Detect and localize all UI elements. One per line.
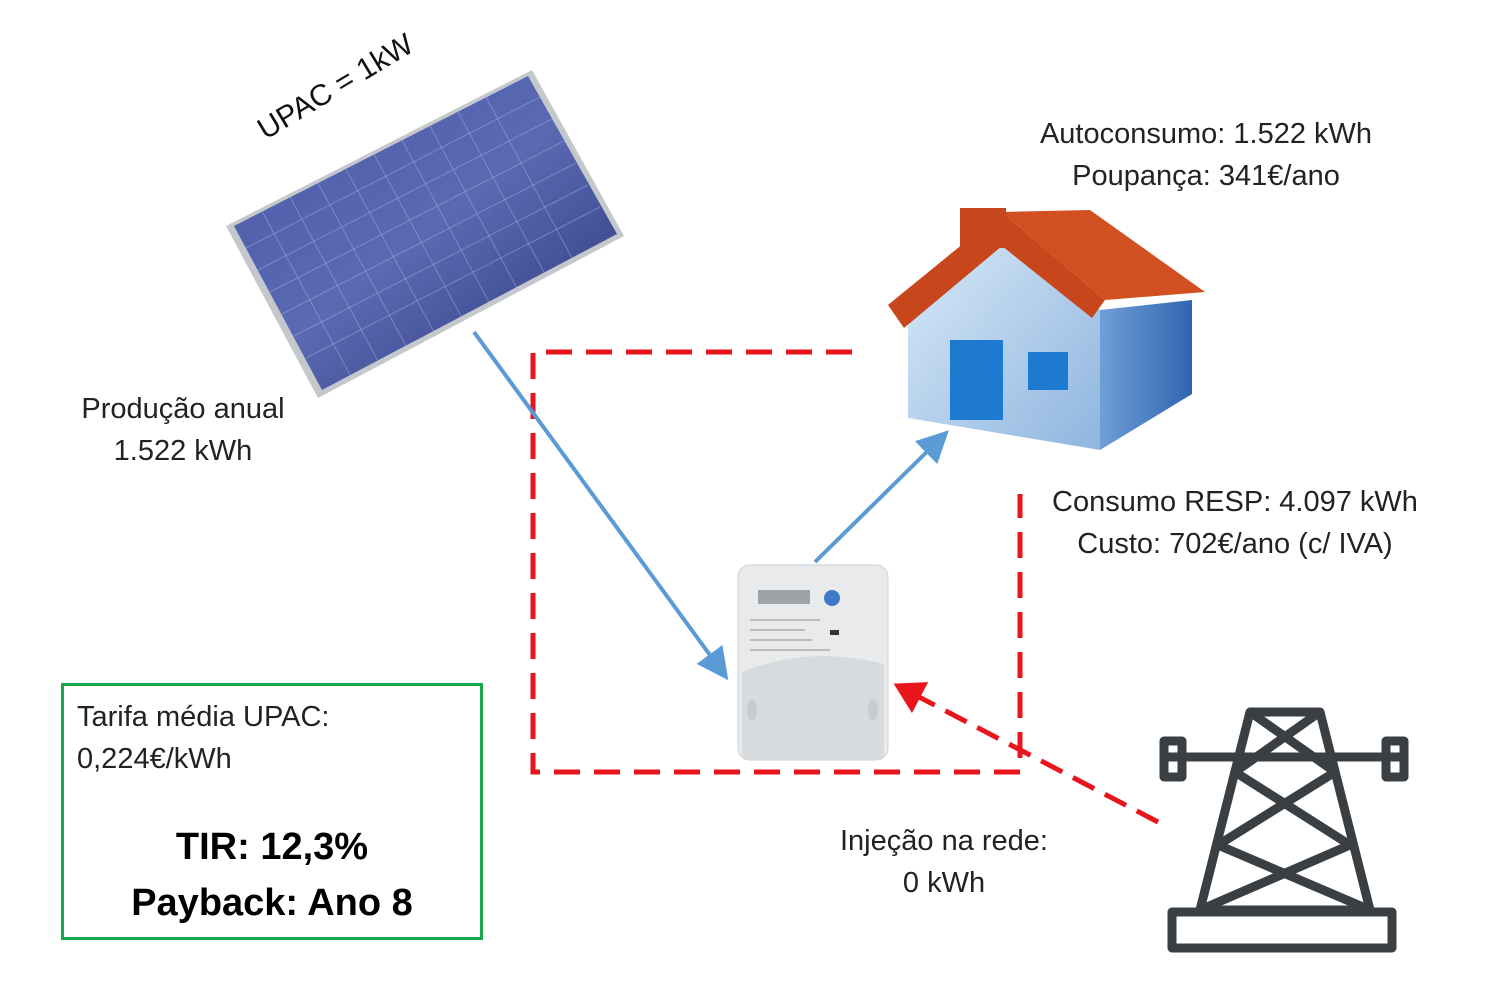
transmission-tower-icon [1159,707,1409,953]
tir-value: TIR: 12,3% [175,826,369,868]
grid-boundary-dashed [530,349,1023,775]
grid-injection-arrow [893,682,1160,825]
tariff-label: Tarifa média UPAC: [77,701,330,733]
grid-injection-title: Injeção na rede: [840,825,1048,857]
production-flow-arrow [472,330,729,681]
cost-value: Custo: 702€/ano (c/ IVA) [1077,528,1393,560]
annual-production-title: Produção anual [81,393,285,425]
grid-injection-label: Injeção na rede: 0 kWh [818,820,1070,904]
house-icon [888,208,1205,450]
self-consumption-value: Autoconsumo: 1.522 kWh [1039,118,1373,150]
tariff-value: 0,224€/kWh [77,743,232,775]
solar-panel-icon [226,70,624,398]
self-consumption-arrow [813,430,949,564]
consumption-label: Consumo RESP: 4.097 kWh Custo: 702€/ano … [1028,481,1442,565]
consumption-value: Consumo RESP: 4.097 kWh [1052,486,1418,518]
annual-production-label: Produção anual 1.522 kWh [58,388,308,472]
payback-value: Payback: Ano 8 [131,882,413,924]
financial-summary-box: Tarifa média UPAC: 0,224€/kWh TIR: 12,3%… [61,683,483,940]
self-consumption-label: Autoconsumo: 1.522 kWh Poupança: 341€/an… [1000,113,1412,197]
grid-injection-value: 0 kWh [902,867,986,899]
annual-production-value: 1.522 kWh [113,435,253,467]
savings-value: Poupança: 341€/ano [1072,160,1340,192]
electricity-meter-icon [737,564,889,761]
